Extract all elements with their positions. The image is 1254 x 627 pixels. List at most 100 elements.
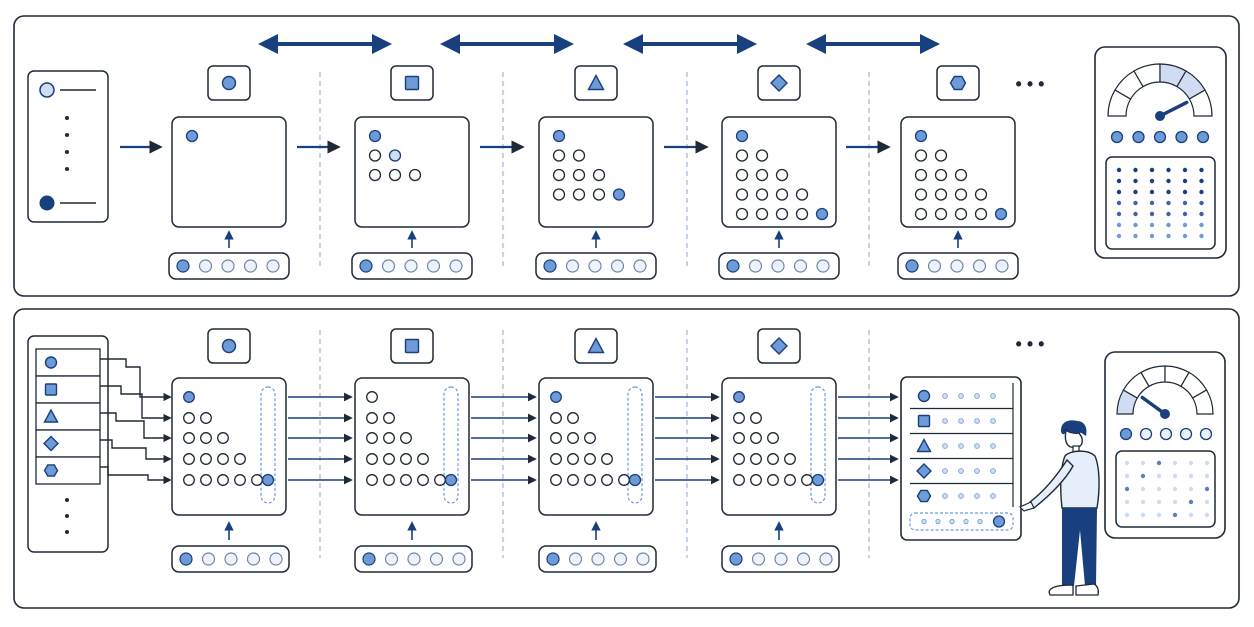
selector-dot-active <box>362 552 376 566</box>
result-dot <box>974 493 980 499</box>
indicator-dot <box>1159 427 1173 441</box>
token-node <box>552 149 566 162</box>
grid-dot <box>1133 178 1138 184</box>
selector-dot <box>816 259 830 273</box>
grid-dot <box>1149 233 1155 239</box>
token-node <box>251 474 263 486</box>
grid-dot <box>1166 178 1171 184</box>
selector-dot <box>269 552 283 566</box>
result-dot <box>974 468 980 474</box>
grid-dot <box>1149 167 1155 173</box>
selector-dot <box>224 552 238 566</box>
token-node <box>755 207 769 221</box>
input-list-ellipsis-dot <box>65 498 69 502</box>
indicator-dot-active <box>1153 130 1167 144</box>
token-node <box>366 391 378 403</box>
grid-dot <box>1188 512 1194 518</box>
bottom-input-card <box>27 335 109 553</box>
token-node <box>567 453 579 465</box>
token-node <box>914 188 928 201</box>
cache-column <box>260 386 276 504</box>
token-node <box>755 168 769 182</box>
token-node <box>735 207 749 221</box>
selector-dot-active <box>726 259 740 273</box>
selector-dot-active <box>543 259 557 273</box>
selector-dot <box>565 259 580 273</box>
top-input-card-frame <box>27 70 109 223</box>
token-node <box>584 432 596 444</box>
token-node <box>994 207 1008 221</box>
token-node <box>618 474 630 486</box>
grid-dot <box>1188 486 1194 492</box>
token-node <box>755 149 769 162</box>
input-connector <box>100 466 172 485</box>
result-dot <box>958 393 964 399</box>
token-node <box>567 432 579 444</box>
token-node <box>733 391 745 403</box>
token-node <box>383 453 395 465</box>
diamond-icon <box>770 74 788 92</box>
selector-dot <box>771 259 785 273</box>
grid-dot <box>1156 512 1162 518</box>
token-node <box>368 149 382 162</box>
result-dot <box>990 468 996 474</box>
grid-dot <box>1199 167 1204 173</box>
grid-dot <box>1182 233 1188 239</box>
token-node <box>183 412 195 424</box>
token-node <box>550 453 562 465</box>
bottom-monitor-indicator-dots <box>1119 427 1213 441</box>
grid-dot <box>1172 499 1178 505</box>
token-node <box>417 453 429 465</box>
token-node <box>795 188 809 201</box>
input-connector <box>100 358 172 402</box>
token-node <box>733 453 745 465</box>
token-node <box>767 453 779 465</box>
selector-dot <box>266 259 280 273</box>
gauge-hub <box>1160 409 1170 419</box>
token-node <box>733 474 745 486</box>
circle-icon <box>44 356 58 369</box>
legend-ellipsis-dot <box>65 150 69 154</box>
token-node <box>934 168 948 182</box>
result-dot <box>942 393 948 399</box>
token-node <box>368 129 382 143</box>
grid-dot <box>1182 211 1188 217</box>
indicator-dot <box>1139 427 1153 441</box>
top-monitor-indicator-dots <box>1110 130 1210 144</box>
selector-dot <box>972 259 987 273</box>
grid-dot <box>1133 189 1138 195</box>
grid-dot <box>1172 486 1178 492</box>
result-dot <box>958 493 964 499</box>
grid-dot <box>1149 189 1155 195</box>
token-node <box>366 432 378 444</box>
token-node <box>217 453 229 465</box>
circle-icon <box>221 75 237 91</box>
hexagon-icon <box>916 489 932 503</box>
grid-dot <box>1116 200 1122 206</box>
token-node <box>552 168 566 182</box>
triangle-icon <box>587 337 605 354</box>
token-node <box>954 168 968 182</box>
indicator-dot-active <box>1110 130 1124 144</box>
selector-dot <box>774 552 788 566</box>
hexagon-icon <box>949 75 967 91</box>
grid-dot <box>1133 167 1138 173</box>
selector-dot <box>613 552 628 566</box>
token-node <box>767 474 779 486</box>
selector-dot-active <box>546 552 560 566</box>
top-monitor <box>1094 46 1227 259</box>
result-active-row <box>909 512 1014 531</box>
cache-column <box>443 386 459 504</box>
result-dot <box>942 493 948 499</box>
diamond-icon <box>43 435 59 452</box>
grid-dot <box>1182 222 1188 228</box>
grid-dot <box>1133 222 1138 228</box>
result-cursor-node <box>992 515 1006 528</box>
person-right-shoe <box>1075 583 1100 596</box>
selector-dot <box>610 259 625 273</box>
top-gauge <box>1107 63 1213 121</box>
selector-dot <box>221 259 235 273</box>
input-connector <box>100 385 172 423</box>
square-icon <box>404 338 420 354</box>
indicator-dot-active <box>1175 130 1188 144</box>
